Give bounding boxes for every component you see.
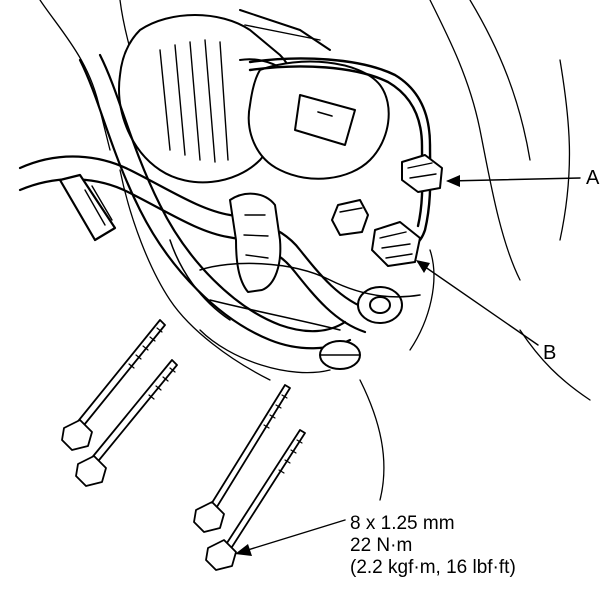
engine-block-outline <box>39 0 591 501</box>
leader-arrowheads <box>235 175 460 556</box>
torque-alt-units: (2.2 kgf·m, 16 lbf·ft) <box>350 557 516 578</box>
connector-a <box>401 154 443 193</box>
leader-lines <box>237 177 581 554</box>
arrowhead-spec <box>235 544 252 556</box>
bolt-torque-spec: 8 x 1.25 mm 22 N·m (2.2 kgf·m, 16 lbf·ft… <box>350 513 516 579</box>
refrigerant-hose <box>18 155 372 334</box>
connector-housing <box>247 60 390 180</box>
torque-nm: 22 N·m <box>350 535 413 556</box>
lower-hose <box>78 53 352 350</box>
callout-label-b: B <box>543 342 557 364</box>
bolt-3 <box>193 384 291 533</box>
arrowhead-a <box>446 175 460 187</box>
hose-clamp-bracket <box>229 192 282 293</box>
sensor-body <box>331 199 369 236</box>
bolt-2 <box>75 359 178 487</box>
alternator <box>118 9 331 184</box>
leader-line-b <box>417 261 539 346</box>
mounting-bolts <box>61 319 306 571</box>
leader-line-spec <box>237 519 346 554</box>
leader-line-a <box>447 177 581 182</box>
bolt-1 <box>61 319 166 451</box>
compressor-body <box>169 239 421 331</box>
bolt-size: 8 x 1.25 mm <box>350 513 455 534</box>
connector-b <box>371 221 421 267</box>
bolt-4 <box>205 429 306 571</box>
arrowhead-b <box>416 260 430 273</box>
callout-label-a: A <box>586 167 600 189</box>
